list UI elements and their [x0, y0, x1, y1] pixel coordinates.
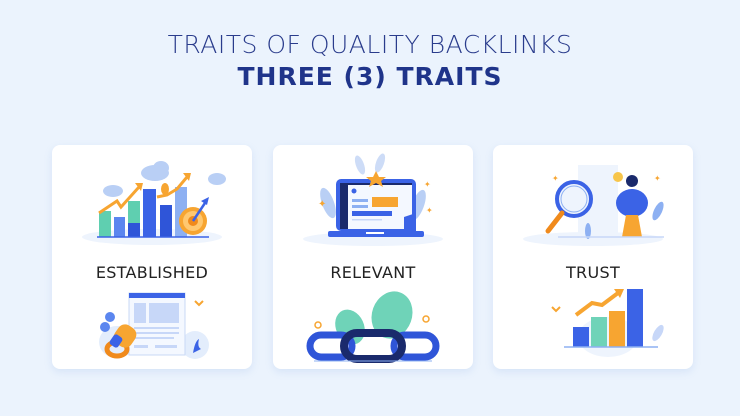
trait-card-trust: ✦ ✦ TRUST	[493, 145, 693, 369]
svg-text:✦: ✦	[654, 174, 661, 183]
svg-text:✦: ✦	[552, 174, 559, 183]
magnifier-person-icon: ✦ ✦	[493, 151, 693, 247]
trait-card-relevant: ✦ ✦ ✦ RELEVANT	[273, 145, 473, 369]
trait-label-established: ESTABLISHED	[95, 263, 209, 282]
growth-bar-chart-target-icon	[52, 151, 252, 247]
page-subtitle: THREE (3) TRAITS	[237, 62, 503, 91]
trait-card-established: ESTABLISHED	[52, 145, 252, 369]
link-webpage-icon	[52, 287, 252, 365]
laptop-star-icon: ✦ ✦ ✦	[273, 151, 473, 247]
page-title: TRAITS OF QUALITY BACKLINKS	[167, 30, 573, 59]
svg-text:✦: ✦	[318, 199, 326, 210]
trait-label-relevant: RELEVANT	[330, 263, 416, 282]
chain-links-leaves-icon	[273, 287, 473, 365]
svg-text:✦: ✦	[426, 206, 433, 215]
trait-label-trust: TRUST	[565, 263, 621, 282]
svg-text:✦: ✦	[424, 180, 431, 189]
rising-bar-chart-icon	[493, 287, 693, 365]
